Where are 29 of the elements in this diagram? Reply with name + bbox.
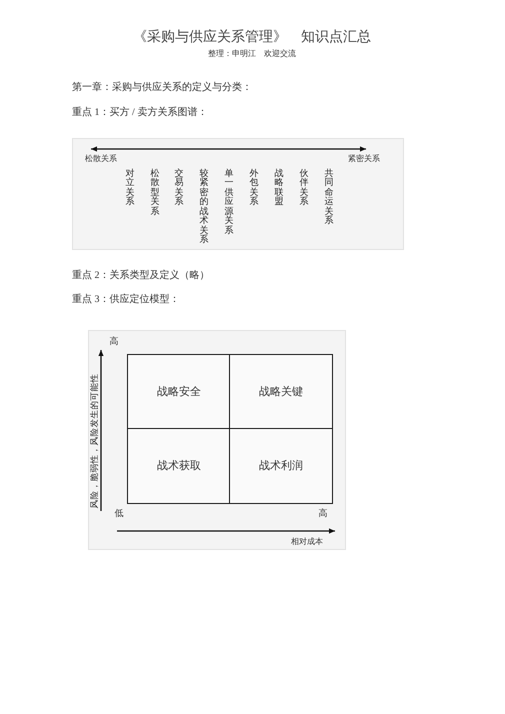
- relationship-type-label: 外包关系: [250, 169, 258, 207]
- axis-tick-label: 高: [110, 337, 118, 346]
- relationship-type-label: 单一供应源关系: [224, 169, 234, 236]
- quadrant-label: 战术获取: [157, 460, 201, 472]
- relationship-type-label: 交易关系: [174, 169, 184, 207]
- scale-end-label: 松散关系: [85, 155, 117, 163]
- scale-end-label: 紧密关系: [348, 155, 380, 163]
- section-heading: 重点 2：关系类型及定义（略）: [72, 271, 210, 281]
- chapter-heading: 第一章：采购与供应关系的定义与分类：: [72, 83, 252, 93]
- section-heading: 重点 3：供应定位模型：: [72, 295, 180, 305]
- quadrant-box: [127, 428, 231, 504]
- relationship-type-label: 松散型关系: [150, 169, 160, 216]
- quadrant-label: 战术利润: [259, 460, 303, 472]
- quadrant-box: [127, 354, 231, 430]
- axis-title: 相对成本: [291, 538, 323, 546]
- relationship-type-label: 较紧密的战术关系: [200, 169, 208, 244]
- quadrant-label: 战略关键: [259, 386, 303, 398]
- relationship-type-label: 战略联盟: [274, 169, 284, 207]
- section-heading: 重点 1：买方 / 卖方关系图谱：: [72, 108, 208, 118]
- axis-title: 风险，脆弱性，风险发生的可能性: [90, 374, 98, 508]
- page-title: 《采购与供应关系管理》 知识点汇总: [133, 31, 371, 45]
- author-note: 整理：申明江 欢迎交流: [208, 50, 296, 58]
- relationship-type-label: 对立关系: [126, 169, 134, 207]
- quadrant-label: 战略安全: [157, 386, 201, 398]
- relationship-type-label: 伙伴关系: [300, 169, 308, 207]
- axis-tick-label: 低: [114, 509, 124, 518]
- relationship-type-label: 共同命运关系: [324, 169, 334, 226]
- quadrant-box: [229, 354, 333, 430]
- quadrant-box: [229, 428, 333, 504]
